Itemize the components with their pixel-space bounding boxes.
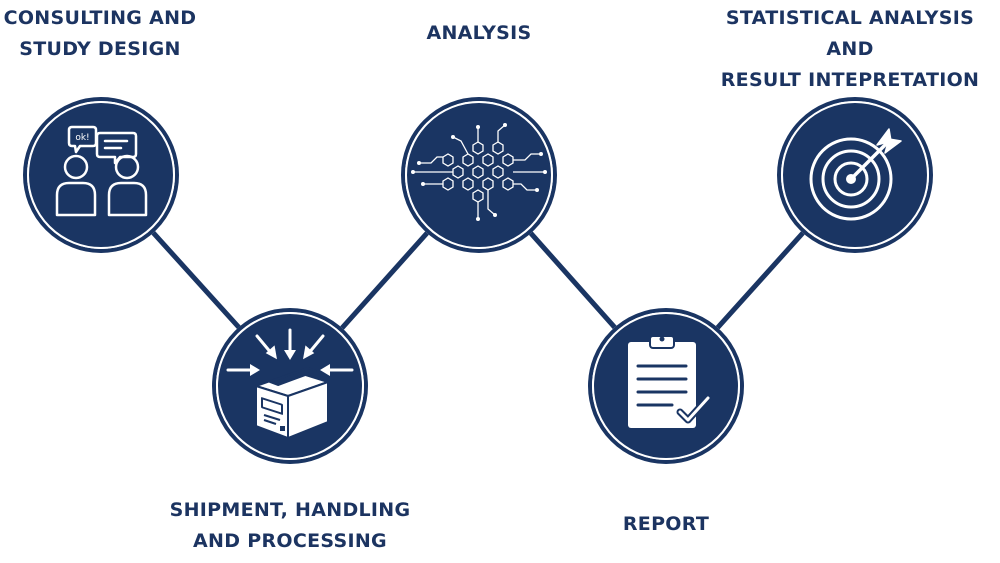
package-box-icon xyxy=(226,328,354,439)
step-label-statistical: STATISTICAL ANALYSIS AND RESULT INTEPRET… xyxy=(720,7,980,91)
step-node-report xyxy=(588,308,744,464)
step-node-analysis xyxy=(401,97,557,253)
step-node-consulting: ok! xyxy=(23,97,179,253)
step-node-shipment xyxy=(212,308,368,464)
step-node-statistical xyxy=(777,97,933,253)
step-label-report: REPORT xyxy=(622,513,710,535)
step-label-consulting: CONSULTING AND STUDY DESIGN xyxy=(3,7,197,60)
target-arrow-icon xyxy=(809,128,902,221)
hexagon-network-icon xyxy=(411,123,547,221)
svg-text:ok!: ok! xyxy=(75,133,89,143)
step-label-shipment: SHIPMENT, HANDLING AND PROCESSING xyxy=(169,499,411,552)
clipboard-check-icon xyxy=(628,335,712,428)
step-label-analysis: ANALYSIS xyxy=(426,22,532,44)
consultation-chat-icon: ok! xyxy=(55,125,148,217)
